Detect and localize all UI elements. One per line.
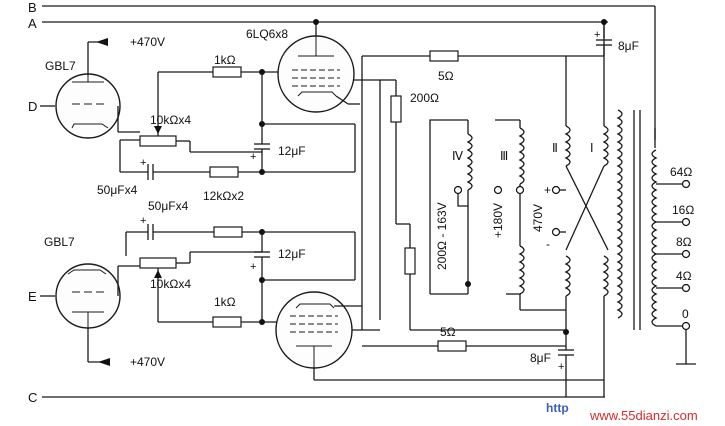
svg-text:+: +	[140, 215, 146, 227]
cap-8u-top: + 8μF	[566, 19, 639, 57]
out-0: 0	[682, 307, 689, 321]
cap-50u-bottom: + 50μFx4	[126, 199, 214, 240]
svg-text:+: +	[250, 151, 256, 163]
winding-i: Ⅰ	[590, 141, 594, 155]
r200-label: 200Ω	[410, 91, 439, 105]
watermark-http: http	[546, 401, 569, 415]
r1k-top-label: 1kΩ	[214, 53, 236, 67]
r12k-label: 12kΩx2	[203, 189, 244, 203]
rail-a-label: A	[28, 16, 37, 31]
out-4: 4Ω	[676, 269, 692, 283]
cap-12u-top-label: 12μF	[278, 144, 306, 158]
pot-bottom-label: 10kΩx4	[150, 277, 191, 291]
resistor-1k-top: 1kΩ	[212, 53, 242, 78]
cap-8u-bottom-label: 8μF	[530, 351, 551, 365]
tap-470v: 470V	[531, 204, 545, 232]
out-8: 8Ω	[676, 235, 692, 249]
rectifier-top-label: GBL7	[45, 59, 76, 73]
tap-200-163v: 200Ω - 163V	[435, 202, 449, 270]
r5-bottom-label: 5Ω	[440, 325, 456, 339]
tap-180v: +180V	[491, 203, 505, 238]
rail-b-label: B	[28, 0, 37, 15]
cap-12u-bottom: + 12μF	[250, 232, 306, 322]
svg-text:+: +	[594, 29, 600, 41]
rail-e: E	[28, 289, 55, 304]
rail-e-label: E	[28, 289, 37, 304]
output-transformer	[616, 109, 658, 330]
tap-minus: -	[546, 237, 550, 251]
cap-50u-top-label: 50μFx4	[97, 183, 138, 197]
r5-top-label: 5Ω	[438, 69, 454, 83]
out-64: 64Ω	[670, 165, 692, 179]
rail-a: A	[28, 16, 608, 31]
resistor-5-top: 5Ω	[429, 50, 459, 83]
rail-d: D	[28, 99, 55, 114]
rectifier-tube-top: GBL7	[45, 59, 121, 139]
winding-iii: Ⅲ	[500, 149, 508, 163]
svg-text:+: +	[558, 361, 564, 373]
cap-50u-bottom-label: 50μFx4	[148, 199, 189, 213]
resistor-12k: 12kΩx2	[203, 166, 262, 203]
pot-top-label: 10kΩx4	[150, 113, 191, 127]
cap-8u-bottom: + 8μF	[530, 329, 574, 397]
watermark-site: www.55dianzi.com	[589, 408, 698, 423]
winding-block-left: Ⅳ 200Ω - 163V Ⅲ +180V	[429, 119, 525, 310]
resistor-200: 200Ω	[390, 80, 439, 224]
pot-top: 10kΩx4	[139, 72, 191, 152]
out-16: 16Ω	[672, 203, 694, 217]
power-tube-top: 6LQ6x8	[246, 27, 355, 113]
power-tube-bottom	[275, 291, 353, 369]
supply-470-bottom: +470V	[130, 355, 165, 369]
svg-text:+: +	[140, 157, 146, 169]
svg-text:+: +	[250, 261, 256, 273]
power-pair-label: 6LQ6x8	[246, 27, 288, 41]
r1k-bottom-label: 1kΩ	[214, 295, 236, 309]
cap-50u-top: + 50μFx4	[97, 157, 210, 197]
cap-12u-bottom-label: 12μF	[278, 247, 306, 261]
winding-block-right: Ⅱ Ⅰ + - 470V	[531, 22, 609, 397]
rectifier-tube-bottom: GBL7	[44, 235, 121, 329]
pot-bottom: 10kΩx4	[139, 252, 191, 322]
winding-ii: Ⅱ	[552, 141, 558, 155]
supply-470-top: +470V	[130, 35, 165, 49]
rail-d-label: D	[28, 99, 37, 114]
rectifier-bottom-label: GBL7	[44, 235, 75, 249]
tap-plus: +	[544, 183, 551, 197]
rail-c: C	[28, 390, 605, 405]
resistor-5-bottom: 5Ω	[437, 325, 467, 352]
winding-iv: Ⅳ	[452, 149, 463, 163]
rail-b: B	[28, 0, 656, 140]
cap-8u-top-label: 8μF	[618, 39, 639, 53]
resistor-1k-bottom: 1kΩ	[212, 295, 242, 328]
output-taps: 64Ω 16Ω 8Ω 4Ω 0	[656, 165, 696, 365]
cap-12u-top: + 12μF	[250, 72, 306, 172]
rail-c-label: C	[28, 390, 37, 405]
